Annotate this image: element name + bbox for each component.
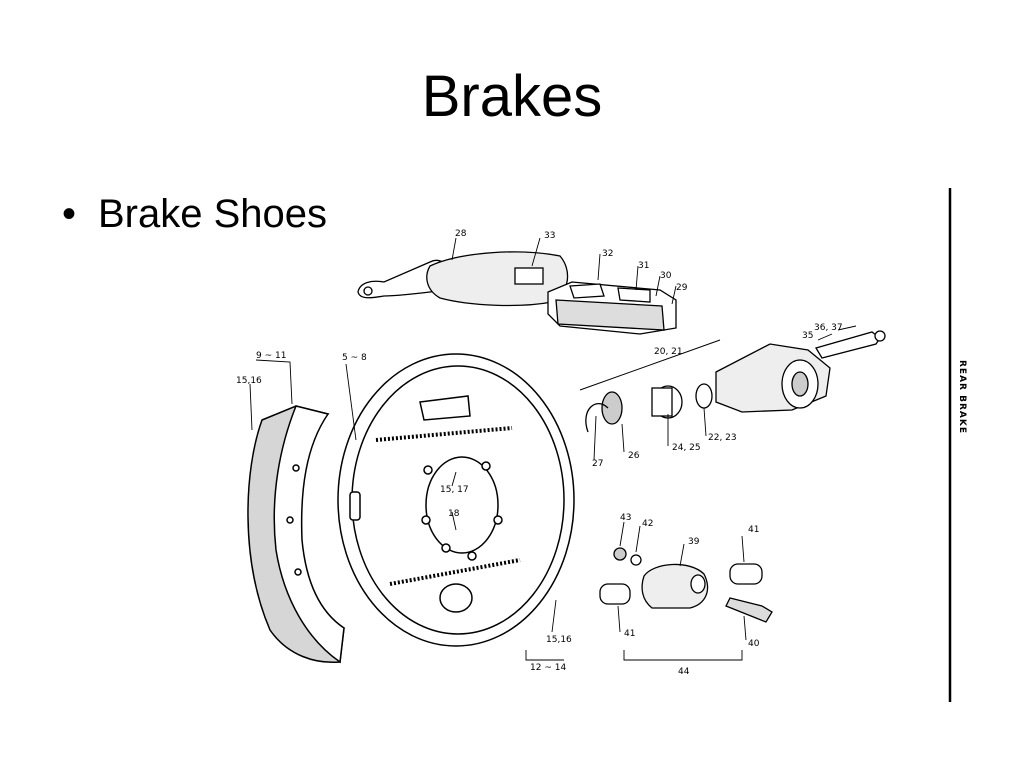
callout-12-14: 12 ~ 14 <box>530 663 566 673</box>
piston-seal <box>695 383 713 409</box>
callout-15-16-top: 15,16 <box>236 376 262 386</box>
callout-18: 18 <box>448 509 460 519</box>
pad-window <box>514 267 544 285</box>
callout-30: 30 <box>660 271 672 281</box>
callout-43: 43 <box>620 513 631 523</box>
callout-24-25: 24, 25 <box>672 443 701 453</box>
wheel-cylinder-group <box>579 330 886 433</box>
callout-41-bottom: 41 <box>624 629 635 639</box>
callout-31: 31 <box>638 261 649 271</box>
anchor-block <box>419 395 471 421</box>
adjuster-group <box>599 547 773 623</box>
pad-backing-plate <box>426 251 569 307</box>
leader-lines <box>249 237 857 661</box>
adjuster-slot <box>349 491 361 521</box>
lever-pin <box>363 286 373 296</box>
callout-labels: 28 33 32 31 30 29 20, 21 35 36, 37 9 ~ 1… <box>236 229 843 677</box>
callout-27: 27 <box>592 459 603 469</box>
adjuster-pin-left <box>599 583 631 605</box>
brake-shoe <box>247 405 345 664</box>
callout-44: 44 <box>678 667 690 677</box>
side-label-rear-brake: REAR BRAKE <box>957 360 967 434</box>
callout-40: 40 <box>748 639 760 649</box>
adjuster-pin-right <box>729 563 763 585</box>
callout-41-top: 41 <box>748 525 759 535</box>
callout-39: 39 <box>688 537 700 547</box>
stud-holes <box>421 461 503 561</box>
washer-42 <box>630 554 642 566</box>
callout-29: 29 <box>676 283 688 293</box>
bullet-item-brake-shoes: • Brake Shoes <box>62 190 327 238</box>
upper-return-spring <box>375 426 513 442</box>
shoe-web <box>273 405 345 664</box>
pad-shims <box>547 281 677 335</box>
callout-20-21: 20, 21 <box>654 347 683 357</box>
callout-15-17: 15, 17 <box>440 485 469 495</box>
retainer-clip <box>585 402 609 433</box>
callout-9-11: 9 ~ 11 <box>256 351 286 361</box>
callout-26: 26 <box>628 451 640 461</box>
backing-plate <box>337 353 575 647</box>
nut-43 <box>613 547 627 561</box>
pad-lever-group <box>357 251 677 335</box>
bullet-text: Brake Shoes <box>98 192 328 236</box>
callout-32: 32 <box>602 249 613 259</box>
adjuster-body <box>641 563 709 609</box>
backing-center-boss <box>425 456 499 554</box>
dust-boot <box>601 391 623 425</box>
slide-title: Brakes <box>421 64 603 129</box>
adjuster-screw <box>725 597 773 623</box>
callout-15-16-bottom: 15,16 <box>546 635 572 645</box>
callout-42: 42 <box>642 519 653 529</box>
callout-35: 35 <box>802 331 813 341</box>
callout-33: 33 <box>544 231 555 241</box>
bullet-marker: • <box>62 192 77 236</box>
callout-22-23: 22, 23 <box>708 433 737 443</box>
bleeder-screw <box>815 331 881 359</box>
callout-36-37: 36, 37 <box>814 323 843 333</box>
callout-28: 28 <box>455 229 467 239</box>
lower-cam <box>439 583 473 613</box>
callout-5-8: 5 ~ 8 <box>342 353 367 363</box>
